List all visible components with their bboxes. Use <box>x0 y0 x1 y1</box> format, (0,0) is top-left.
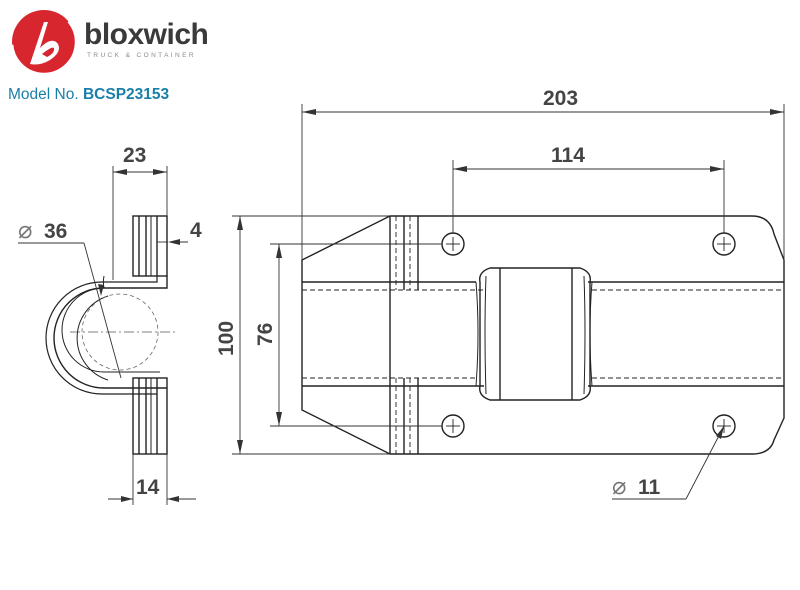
brand-tagline: TRUCK & CONTAINER <box>87 52 196 59</box>
dim-thickness: 4 <box>190 219 202 242</box>
dim-base-width: 14 <box>136 476 160 499</box>
dim-tube-diameter: 36 <box>44 220 67 243</box>
dim-hole-spacing-length: 114 <box>551 144 585 167</box>
brand-name: bloxwich <box>84 18 209 51</box>
plate-outline <box>301 215 785 455</box>
bloxwich-logo-icon <box>10 8 78 76</box>
side-view <box>45 215 175 455</box>
top-flange <box>132 215 168 277</box>
dim-overall-length: 203 <box>543 87 578 110</box>
mounting-hole-icon <box>441 232 465 256</box>
bottom-flange <box>132 377 168 455</box>
model-number-line: Model No. BCSP23153 <box>8 86 169 104</box>
dim-hole-spacing-height: 76 <box>254 323 277 346</box>
diameter-symbol-icon: ⌀ <box>612 473 626 500</box>
diameter-symbol-icon: ⌀ <box>18 217 32 244</box>
mounting-hole-icon <box>441 414 465 438</box>
model-number: BCSP23153 <box>82 86 170 103</box>
mounting-hole-icon <box>712 232 736 256</box>
dim-overall-height: 100 <box>215 321 238 356</box>
model-label: Model No. <box>8 86 79 103</box>
dim-flange-width: 23 <box>123 144 146 167</box>
central-knuckle <box>479 267 591 401</box>
dimension-lines <box>18 104 785 505</box>
front-view <box>301 215 785 455</box>
dim-hole-diameter: 11 <box>638 476 661 499</box>
